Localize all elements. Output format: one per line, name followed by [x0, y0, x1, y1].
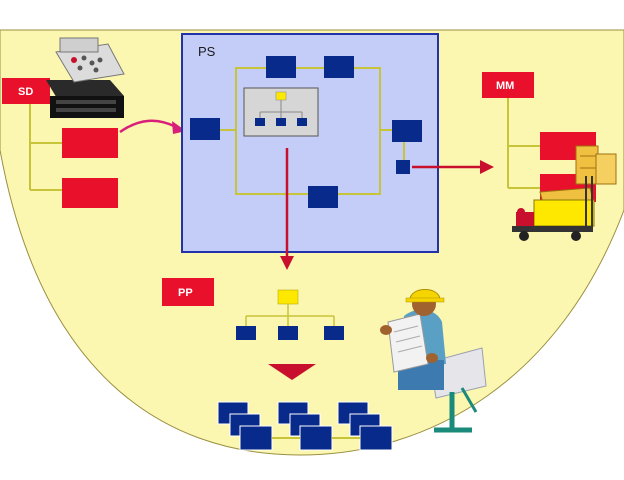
sd-box-1 — [62, 128, 118, 158]
ps-inner-node-3 — [297, 118, 307, 126]
ps-inner-root-node — [275, 91, 287, 101]
pp-label-box — [162, 278, 214, 306]
ps-inner-node-1 — [255, 118, 265, 126]
mm-connector — [507, 98, 540, 189]
sd-label: SD — [18, 86, 33, 98]
pp-module: PP — [162, 278, 393, 451]
ps-node-small-right — [396, 160, 410, 174]
sd-box-2 — [62, 178, 118, 208]
ps-node-bottom — [308, 186, 338, 208]
pp-node-1 — [236, 326, 256, 340]
pp-down-arrow — [268, 364, 316, 380]
ps-to-mm-arrowhead — [480, 160, 494, 174]
pp-root-node — [277, 289, 299, 305]
ps-node-left — [190, 118, 220, 140]
pp-label: PP — [178, 287, 193, 299]
ps-inner-node-2 — [276, 118, 286, 126]
pp-node-2 — [278, 326, 298, 340]
ps-node-top-left — [266, 56, 296, 78]
mm-label-box — [482, 72, 534, 98]
ps-inner-connectors — [259, 100, 303, 118]
pp-node-3 — [324, 326, 344, 340]
pp-tree-connectors — [245, 304, 335, 326]
engineer-with-blueprint-icon — [380, 289, 487, 433]
sd-to-ps-arrow — [119, 119, 177, 134]
ps-to-pp-arrowhead — [280, 256, 294, 270]
ps-panel: PS — [181, 33, 439, 253]
sd-connector — [29, 104, 62, 191]
sd-label-box — [2, 78, 50, 104]
cash-register-icon — [46, 37, 125, 118]
ps-panel-frame — [181, 33, 439, 253]
mm-label: MM — [496, 80, 514, 92]
ps-connectors — [218, 67, 405, 195]
forklift-icon — [512, 145, 617, 241]
ps-label: PS — [198, 44, 216, 59]
sd-module: SD — [2, 78, 186, 208]
ps-node-right — [392, 120, 422, 142]
pp-document-stack — [217, 401, 393, 451]
ps-node-top-right — [324, 56, 354, 78]
